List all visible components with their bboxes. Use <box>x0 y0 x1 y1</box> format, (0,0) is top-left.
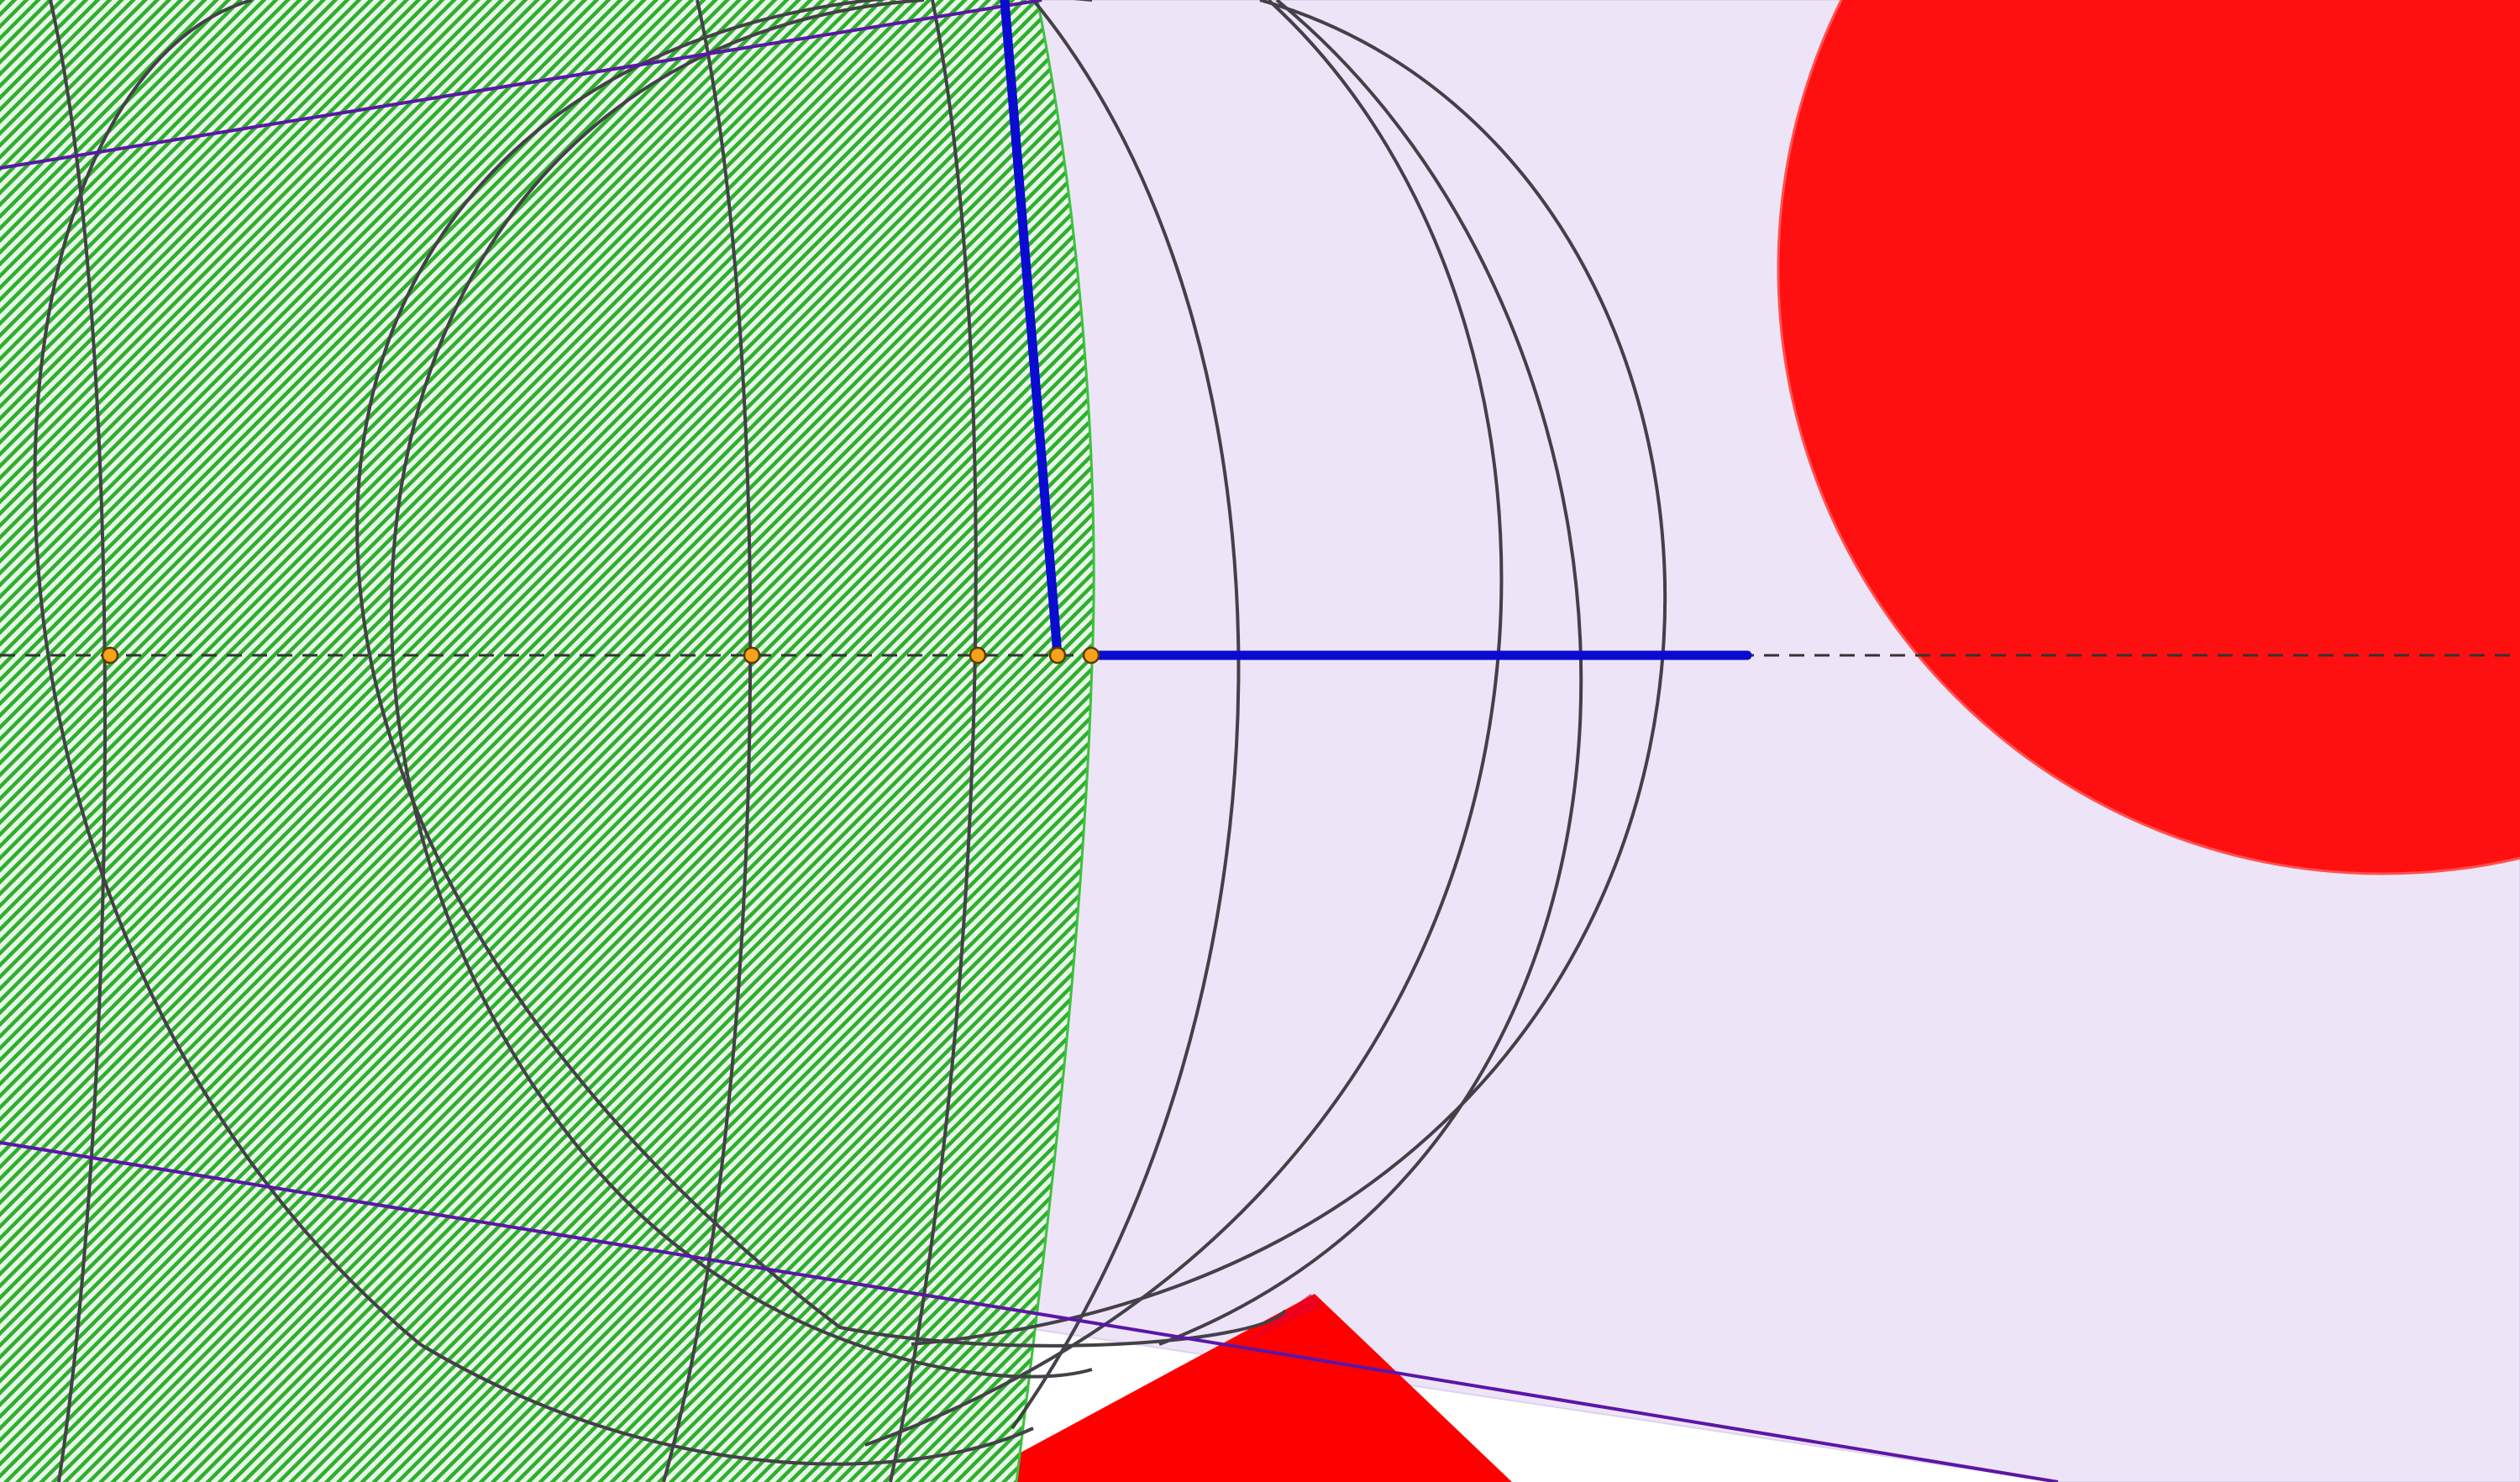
arc <box>390 0 1093 1379</box>
point-marker[interactable] <box>101 646 119 665</box>
arc <box>864 0 1504 1447</box>
arc <box>911 0 1667 1346</box>
red-triangle-shade <box>1243 1294 1323 1344</box>
arc <box>33 0 1034 1466</box>
axis-points <box>101 646 1751 665</box>
arc <box>355 0 1287 1348</box>
purple-line-top <box>0 0 1042 170</box>
point-marker[interactable] <box>1082 646 1100 665</box>
arc <box>1011 0 1241 1430</box>
point-marker[interactable] <box>1743 651 1751 660</box>
arc <box>889 0 978 1482</box>
arc <box>49 0 107 1482</box>
arc <box>662 0 753 1482</box>
red-triangle <box>966 1294 1512 1482</box>
arc <box>1158 0 1583 1346</box>
point-marker[interactable] <box>1048 646 1067 665</box>
blue-segment-slanted <box>1000 0 1063 660</box>
point-marker[interactable] <box>743 646 761 665</box>
red-disc <box>1777 0 2520 875</box>
green-hatched-region <box>0 0 1095 1482</box>
green-region-edge <box>1015 0 1095 1482</box>
purple-line-bottom <box>0 1141 2059 1482</box>
point-marker[interactable] <box>969 646 987 665</box>
arc-group <box>33 0 1667 1482</box>
